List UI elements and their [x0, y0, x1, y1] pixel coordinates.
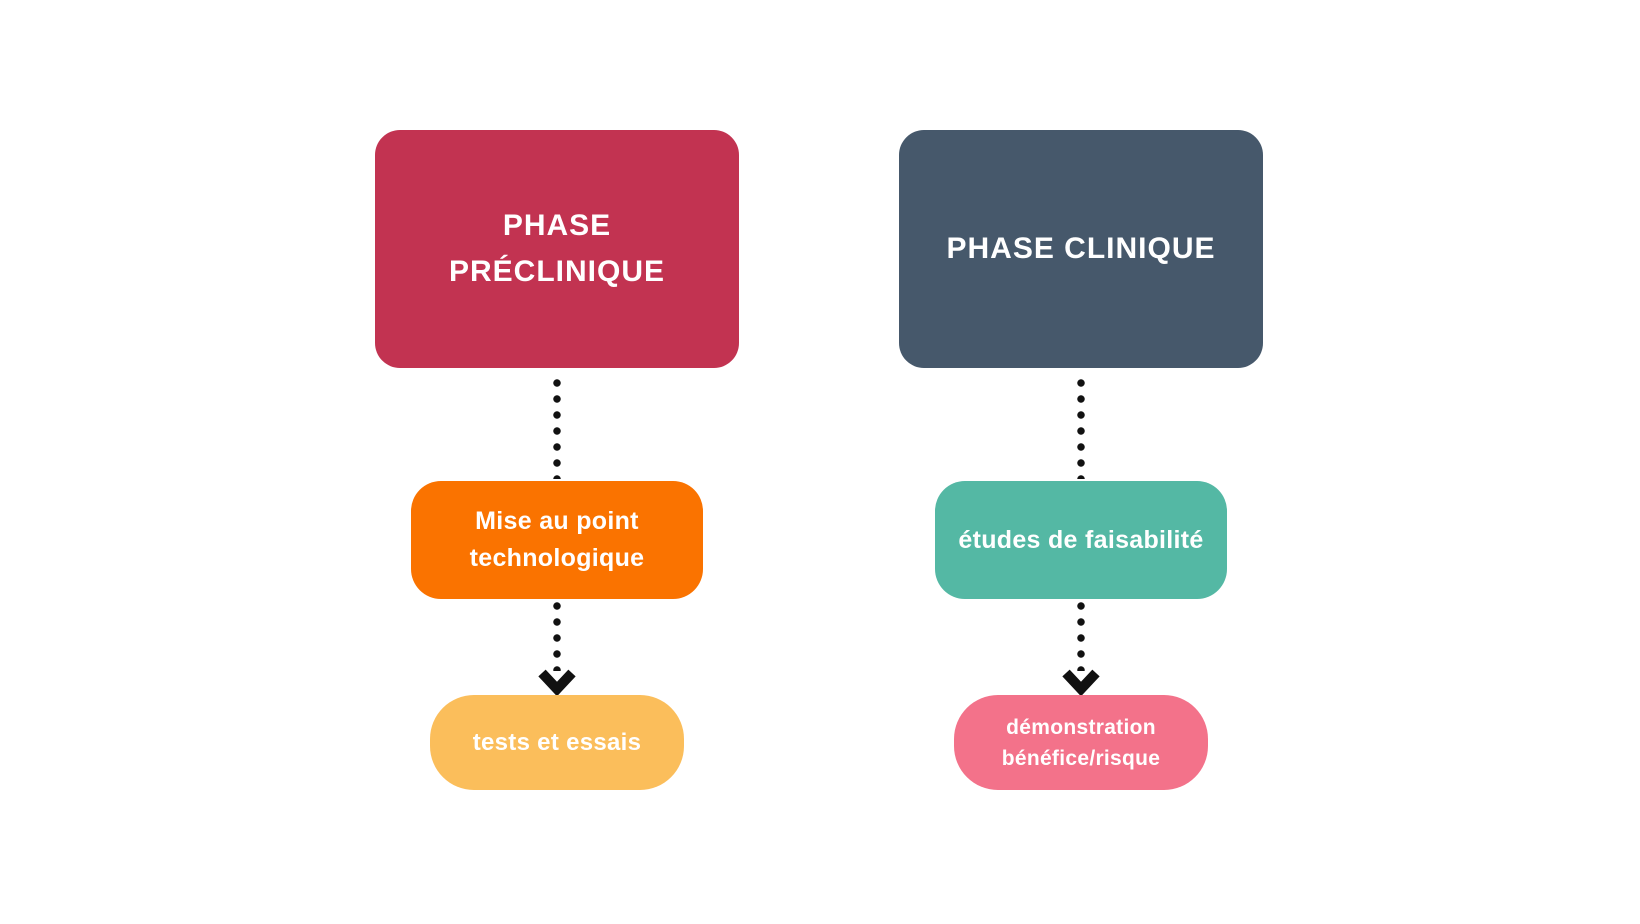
arrow-down-icon: [1062, 669, 1100, 695]
dotted-connector: [1061, 368, 1101, 481]
tests-et-essais-label: tests et essais: [472, 728, 642, 756]
tests-et-essais-box: tests et essais: [430, 695, 684, 790]
dotted-line: [553, 601, 561, 671]
dotted-line: [1077, 601, 1085, 671]
phase-clinique-box: PHASE CLINIQUE: [899, 130, 1263, 368]
demonstration-benefice-risque-label: démonstration bénéfice/risque: [1001, 715, 1161, 770]
demonstration-benefice-risque-box: démonstration bénéfice/risque: [954, 695, 1208, 790]
mise-au-point-label: Mise au point technologique: [469, 507, 645, 572]
phase-preclinique-box: PHASE PRÉCLINIQUE: [375, 130, 739, 368]
arrow-down-icon: [538, 669, 576, 695]
dotted-connector: [537, 368, 577, 481]
dotted-arrow-connector: [537, 599, 577, 695]
dotted-line: [553, 378, 561, 479]
etudes-faisabilite-label: études de faisabilité: [958, 525, 1204, 554]
column-phase-preclinique: PHASE PRÉCLINIQUE Mise au point technolo…: [375, 130, 739, 790]
mise-au-point-box: Mise au point technologique: [411, 481, 703, 599]
dotted-arrow-connector: [1061, 599, 1101, 695]
dotted-line: [1077, 378, 1085, 479]
column-phase-clinique: PHASE CLINIQUE études de faisabilité dém…: [899, 130, 1263, 790]
phase-preclinique-label: PHASE PRÉCLINIQUE: [448, 209, 666, 288]
etudes-faisabilite-box: études de faisabilité: [935, 481, 1227, 599]
phase-clinique-label: PHASE CLINIQUE: [946, 232, 1216, 265]
